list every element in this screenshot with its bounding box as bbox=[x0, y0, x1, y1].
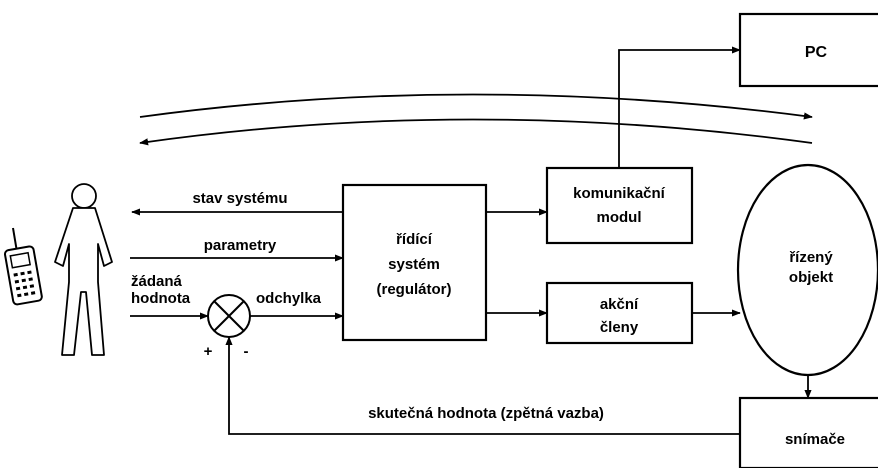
pc-block: PC bbox=[740, 14, 878, 86]
regulator-block: řídící systém (regulátor) bbox=[343, 185, 486, 340]
wireless-arc-lower bbox=[140, 120, 812, 144]
label-setpoint-2: hodnota bbox=[131, 290, 191, 307]
arrow-to-pc bbox=[619, 50, 740, 168]
person-icon bbox=[55, 184, 112, 355]
sensors-block: snímače bbox=[740, 398, 878, 468]
minus-sign: - bbox=[244, 343, 249, 360]
actuators-label-2: členy bbox=[600, 319, 639, 336]
controlled-object-block: řízený objekt bbox=[738, 165, 878, 375]
label-feedback: skutečná hodnota (zpětná vazba) bbox=[368, 405, 604, 422]
pc-label: PC bbox=[805, 44, 828, 61]
label-error: odchylka bbox=[256, 290, 322, 307]
plus-sign: + bbox=[204, 343, 213, 360]
label-setpoint-1: žádaná bbox=[131, 273, 183, 290]
communication-module-block: komunikační modul bbox=[547, 168, 692, 243]
controlled-object-label-1: řízený bbox=[789, 249, 833, 266]
label-parameters: parametry bbox=[204, 237, 277, 254]
mobile-phone-icon bbox=[4, 228, 42, 305]
sensors-label: snímače bbox=[785, 431, 845, 448]
communication-module-label-2: modul bbox=[597, 209, 642, 226]
summing-junction bbox=[208, 295, 250, 337]
wireless-arc-upper bbox=[140, 95, 812, 118]
actuators-label-1: akční bbox=[600, 296, 639, 313]
label-system-state: stav systému bbox=[192, 190, 287, 207]
actuators-block: akční členy bbox=[547, 283, 692, 343]
regulator-label-1: řídící bbox=[396, 231, 433, 248]
regulator-label-3: (regulátor) bbox=[377, 281, 452, 298]
controlled-object-label-2: objekt bbox=[789, 269, 833, 286]
regulator-label-2: systém bbox=[388, 256, 440, 273]
communication-module-label-1: komunikační bbox=[573, 185, 666, 202]
